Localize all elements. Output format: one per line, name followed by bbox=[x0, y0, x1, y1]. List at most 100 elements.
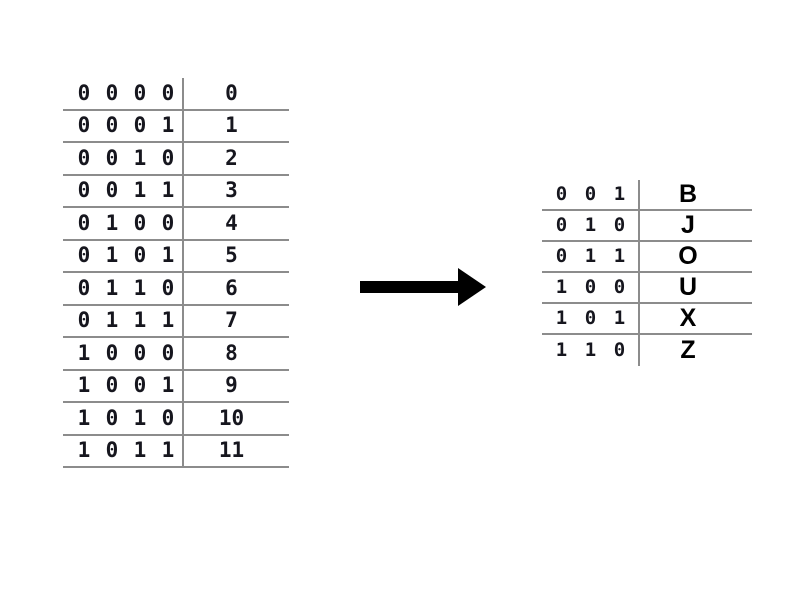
bit-digit: 1 bbox=[105, 243, 119, 268]
bit-digit: 1 bbox=[133, 178, 147, 203]
bit-digit: 0 bbox=[133, 80, 147, 105]
bit-digit: 1 bbox=[133, 275, 147, 300]
bit-digit: 0 bbox=[133, 210, 147, 235]
bit-digit: 1 bbox=[77, 438, 91, 463]
value-cell: O bbox=[678, 242, 698, 270]
bit-digit: 1 bbox=[161, 308, 175, 333]
bit-digit: 0 bbox=[105, 405, 119, 430]
bit-digit: 1 bbox=[133, 308, 147, 333]
bit-digit: 0 bbox=[105, 145, 119, 170]
bit-digit: 0 bbox=[77, 145, 91, 170]
value-cell: 9 bbox=[225, 373, 238, 398]
value-cell: 7 bbox=[225, 308, 238, 333]
bit-digit: 1 bbox=[77, 405, 91, 430]
bit-digit: 0 bbox=[133, 340, 147, 365]
bit-digit: 0 bbox=[105, 438, 119, 463]
bit-digit: 1 bbox=[161, 373, 175, 398]
column-divider bbox=[638, 180, 640, 366]
bit-digit: 0 bbox=[105, 340, 119, 365]
bit-digit: 0 bbox=[555, 183, 568, 205]
bit-digit: 0 bbox=[584, 183, 597, 205]
value-cell: X bbox=[679, 304, 697, 332]
value-cell: 3 bbox=[225, 178, 238, 203]
bit-digit: 1 bbox=[584, 245, 597, 267]
bit-digit: 1 bbox=[584, 214, 597, 236]
bit-digit: 1 bbox=[105, 210, 119, 235]
bit-digit: 0 bbox=[161, 340, 175, 365]
bit-digit: 0 bbox=[105, 80, 119, 105]
value-cell: Z bbox=[680, 336, 696, 364]
bit-digit: 0 bbox=[161, 275, 175, 300]
bit-digit: 0 bbox=[77, 113, 91, 138]
bit-digit: 0 bbox=[77, 210, 91, 235]
bit-digit: 0 bbox=[133, 373, 147, 398]
bit-digit: 1 bbox=[555, 307, 568, 329]
bit-digit: 1 bbox=[133, 145, 147, 170]
bit-digit: 0 bbox=[161, 210, 175, 235]
bit-digit: 0 bbox=[77, 308, 91, 333]
value-cell: 4 bbox=[225, 210, 238, 235]
bit-digit: 0 bbox=[613, 214, 626, 236]
value-cell: 1 bbox=[225, 113, 238, 138]
value-cell: J bbox=[681, 211, 695, 239]
bit-digit: 0 bbox=[77, 80, 91, 105]
bit-digit: 1 bbox=[161, 178, 175, 203]
bit-digit: 0 bbox=[133, 113, 147, 138]
bit-digit: 0 bbox=[105, 178, 119, 203]
value-cell: 2 bbox=[225, 145, 238, 170]
bit-digit: 0 bbox=[77, 243, 91, 268]
bit-digit: 1 bbox=[584, 339, 597, 361]
value-cell: 5 bbox=[225, 243, 238, 268]
bit-digit: 0 bbox=[161, 145, 175, 170]
bit-digit: 0 bbox=[105, 373, 119, 398]
bit-digit: 1 bbox=[613, 245, 626, 267]
value-cell: B bbox=[678, 180, 698, 208]
value-cell: 0 bbox=[225, 80, 238, 105]
bit-digit: 1 bbox=[555, 276, 568, 298]
bit-digit: 1 bbox=[133, 438, 147, 463]
bit-digit: 0 bbox=[77, 275, 91, 300]
value-cell: U bbox=[678, 273, 698, 301]
bit-digit: 0 bbox=[555, 245, 568, 267]
bit-digit: 1 bbox=[161, 438, 175, 463]
bit-digit: 1 bbox=[555, 339, 568, 361]
value-cell: 10 bbox=[218, 405, 245, 430]
bit-digit: 1 bbox=[161, 113, 175, 138]
bit-digit: 1 bbox=[613, 183, 626, 205]
bit-digit: 1 bbox=[77, 373, 91, 398]
bit-digit: 1 bbox=[133, 405, 147, 430]
